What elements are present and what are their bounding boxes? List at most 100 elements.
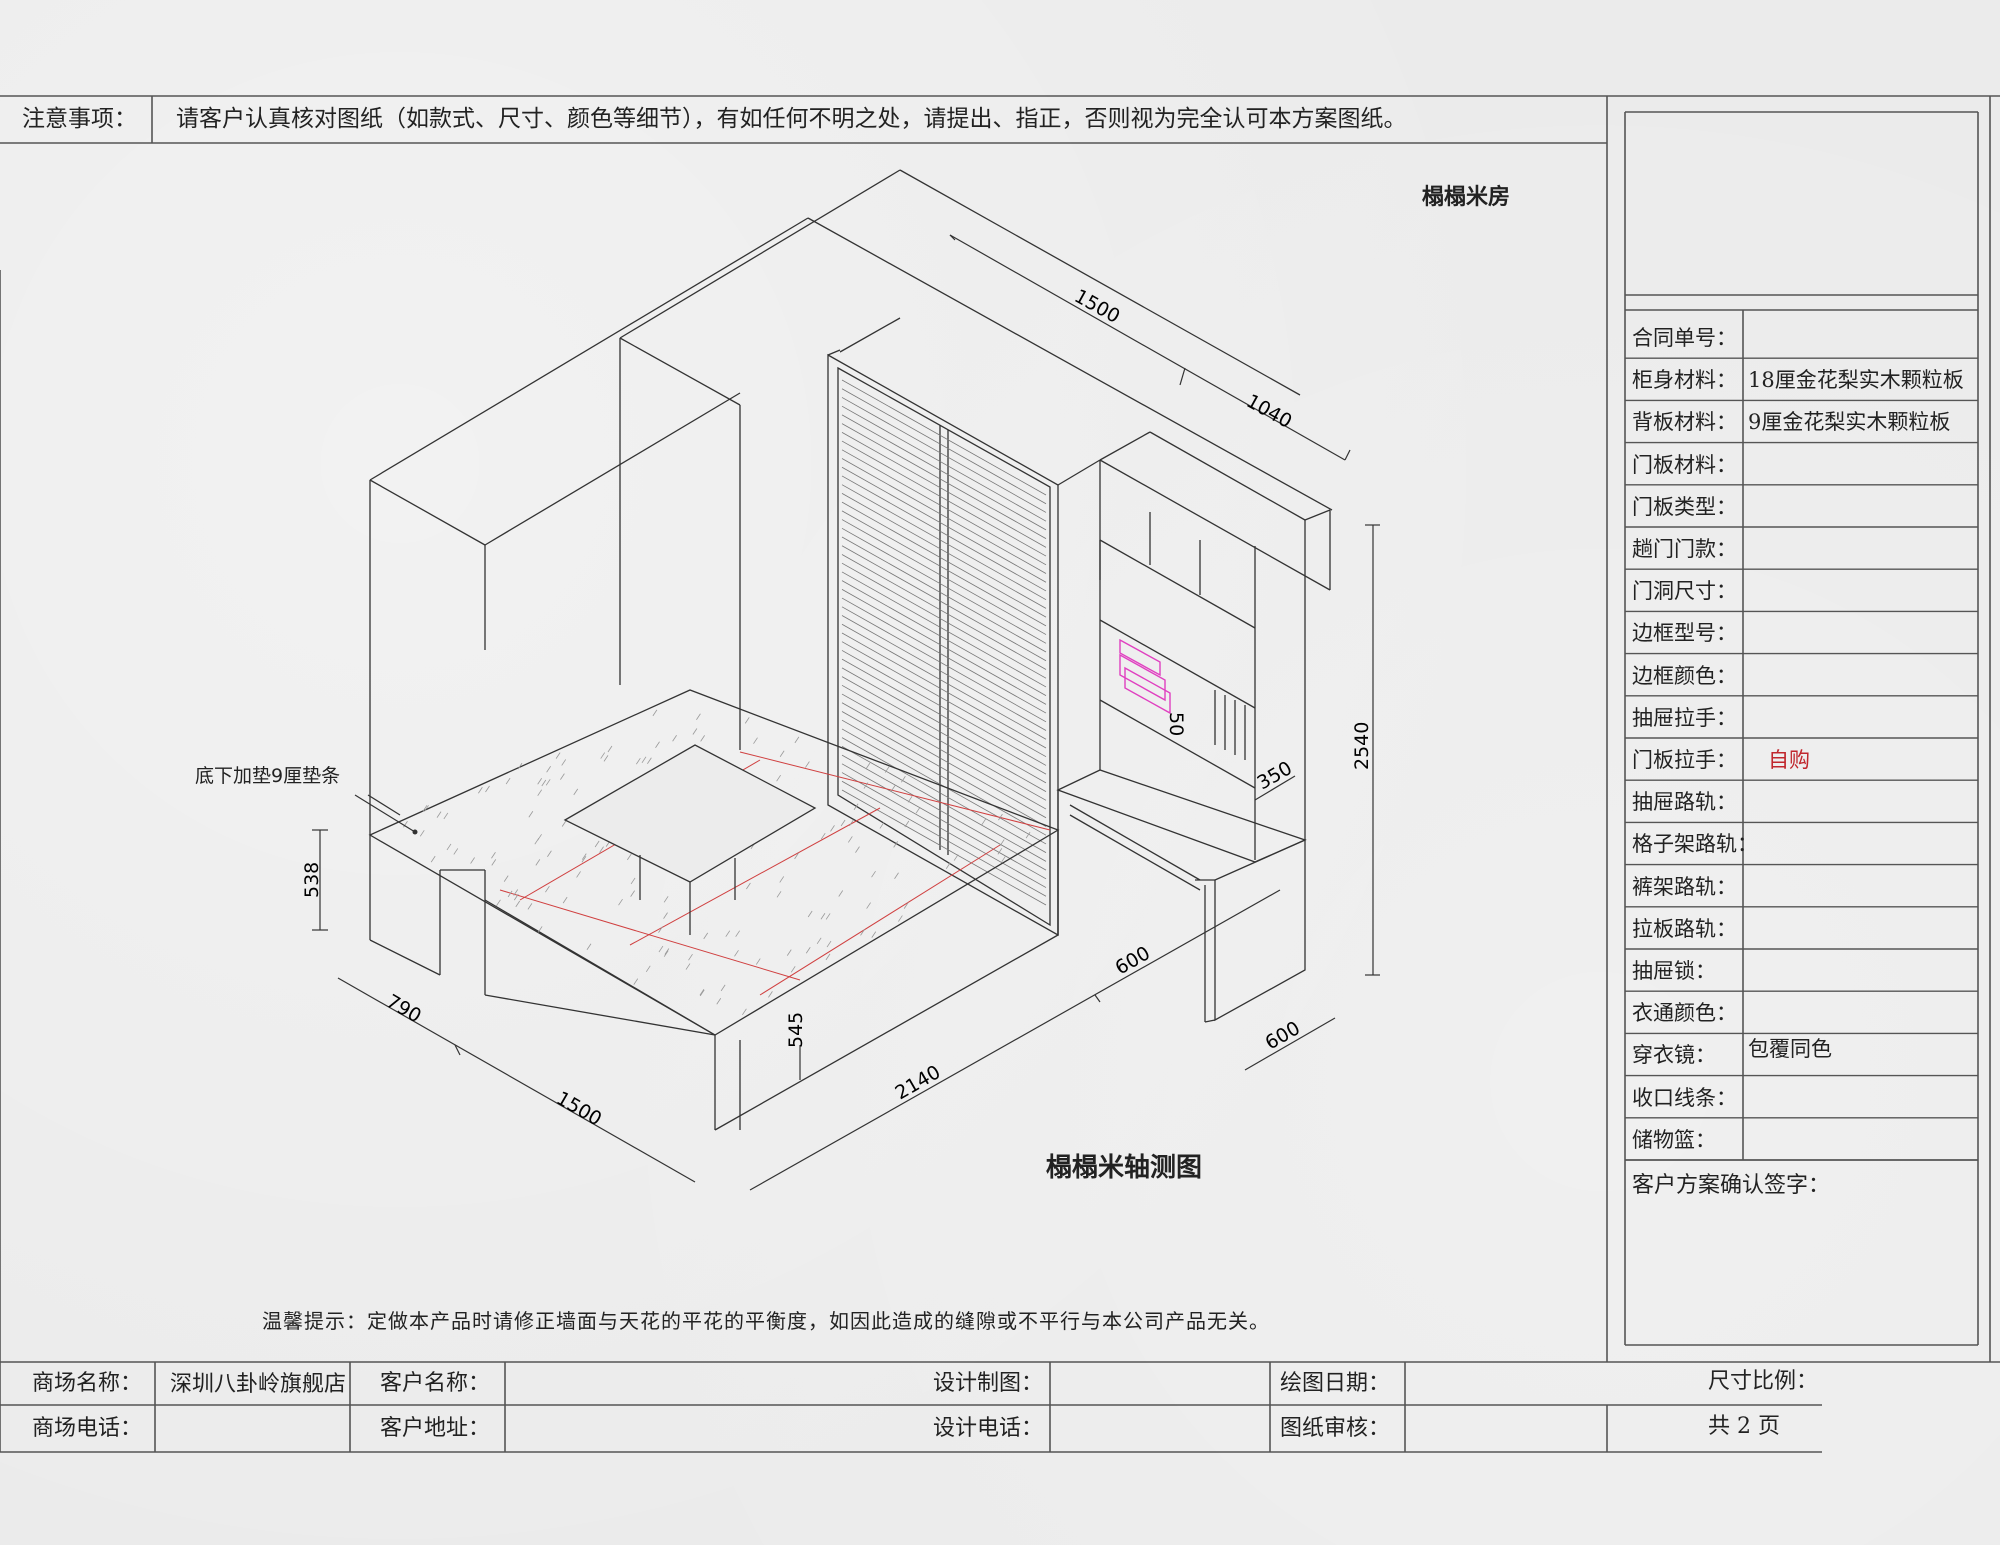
texture-dash (998, 813, 1003, 821)
texture-dash (535, 859, 541, 866)
door-slat (841, 580, 1047, 696)
shelf-box-highlight (1119, 638, 1171, 715)
texture-dash (641, 756, 647, 764)
page-count: 共 2 页 (1708, 1414, 1780, 1439)
door-slat (841, 667, 1047, 784)
texture-dash (825, 913, 831, 920)
texture-dash (581, 853, 587, 860)
texture-dash (446, 843, 452, 851)
texture-dash (663, 950, 669, 957)
store-phone-label: 商场电话： (32, 1416, 143, 1441)
drawing-title: 榻榻米轴测图 (1046, 1153, 1203, 1183)
texture-dash (424, 805, 429, 812)
texture-dash (576, 871, 581, 878)
texture-dash (779, 750, 785, 757)
texture-dash (805, 761, 810, 768)
door-slat (841, 763, 1047, 880)
texture-dash (655, 741, 660, 748)
texture-dash (953, 854, 959, 861)
texture-dash (537, 926, 543, 933)
texture-dash (753, 737, 758, 744)
texture-dash (627, 853, 632, 861)
door-slat (841, 606, 1047, 723)
door-slat (841, 780, 1047, 897)
door-slat (841, 746, 1047, 862)
texture-dash (505, 777, 511, 785)
texture-dash (820, 832, 826, 840)
spec-label: 门板拉手： (1632, 748, 1737, 772)
store-name-label: 商场名称： (32, 1371, 143, 1396)
texture-dash (491, 852, 496, 859)
door-slat (841, 693, 1047, 810)
texture-dash (600, 752, 606, 759)
warm-tip: 温馨提示：定做本产品时请修正墙面与天花的平花的平衡度，如因此造成的缝隙或不平行与… (262, 1309, 1270, 1333)
room-title: 榻榻米房 (1422, 185, 1511, 210)
texture-dash (1025, 831, 1031, 839)
texture-dash (735, 930, 740, 937)
spec-label: 抽屉拉手： (1632, 705, 1737, 730)
spec-value[interactable]: 自购 (1768, 748, 1810, 772)
texture-dash (633, 978, 639, 985)
dim-538: 538 (301, 862, 323, 898)
texture-dash (630, 877, 636, 885)
texture-dash (879, 822, 885, 829)
texture-dash (658, 945, 664, 953)
texture-dash (997, 848, 1003, 855)
door-slat (841, 440, 1047, 557)
spec-label: 门板类型： (1632, 494, 1737, 519)
texture-dash (794, 852, 799, 860)
texture-dash (700, 735, 705, 742)
door-slat (841, 545, 1047, 662)
texture-dash (513, 893, 519, 901)
door-slat (841, 623, 1047, 740)
texture-dash (903, 902, 909, 909)
spec-label: 背板材料： (1632, 410, 1737, 435)
spec-label: 门板材料： (1632, 452, 1737, 477)
spec-value[interactable]: 包覆同色 (1748, 1037, 1832, 1062)
texture-dash (491, 859, 497, 866)
texture-dash (786, 949, 792, 956)
spec-label: 门洞尺寸： (1632, 579, 1737, 604)
spec-value[interactable]: 9厘金花梨实木颗粒板 (1748, 410, 1951, 435)
texture-dash (755, 958, 761, 965)
texture-dash (915, 806, 921, 814)
texture-dash (898, 915, 903, 922)
shelf-cabinet (1056, 431, 1331, 1023)
spec-label: 合同单号： (1632, 326, 1737, 350)
texture-dash (663, 912, 668, 919)
texture-dash (688, 953, 693, 961)
door-slat (841, 449, 1047, 566)
door-slat (841, 379, 1047, 496)
texture-dash (430, 855, 436, 863)
texture-dash (820, 913, 826, 920)
texture-dash (513, 889, 519, 896)
door-slat (841, 423, 1047, 539)
tatami-platform (368, 689, 1060, 1131)
texture-dash (734, 950, 739, 957)
spec-value[interactable]: 18厘金花梨实木颗粒板 (1748, 368, 1964, 393)
texture-dash (716, 998, 722, 1005)
spec-label: 趟门门款： (1632, 537, 1737, 561)
door-slat (841, 536, 1047, 653)
spec-label: 格子架路轨： (1632, 832, 1758, 857)
door-slat (841, 519, 1047, 635)
texture-dash (515, 900, 521, 908)
door-slat (841, 676, 1047, 792)
texture-dash (999, 839, 1005, 846)
texture-dash (478, 787, 483, 794)
texture-dash (545, 885, 550, 893)
signature-area[interactable] (1627, 1205, 1976, 1340)
texture-dash (453, 848, 459, 855)
texture-dash (790, 966, 796, 973)
door-slat (841, 702, 1047, 819)
spec-label: 边框颜色： (1632, 663, 1737, 688)
texture-dash (720, 984, 726, 992)
door-slat (841, 632, 1047, 749)
design-label: 设计制图： (933, 1371, 1044, 1396)
scale-label: 尺寸比例： (1708, 1369, 1819, 1394)
texture-dash (685, 963, 691, 970)
texture-dash (496, 899, 501, 907)
texture-dash (699, 989, 705, 996)
texture-dash (981, 818, 987, 826)
